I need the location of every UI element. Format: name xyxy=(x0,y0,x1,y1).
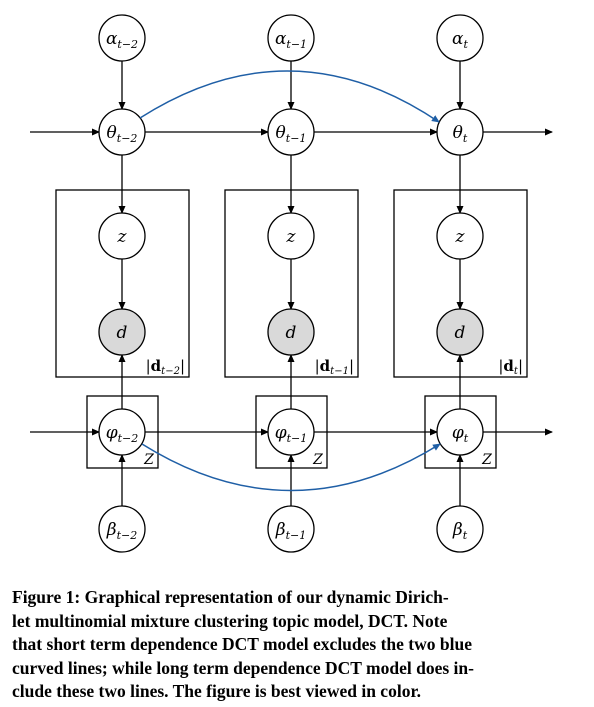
alpha-node: αt xyxy=(436,14,484,62)
document-plate-label: |dt−2| xyxy=(146,357,185,377)
z-node-circle xyxy=(436,212,484,260)
theta-node-circle xyxy=(98,108,146,156)
z-node-circle xyxy=(267,212,315,260)
beta-node-circle xyxy=(436,505,484,553)
d-node: d xyxy=(267,308,315,356)
z-node: z xyxy=(436,212,484,260)
alpha-node-circle xyxy=(98,14,146,62)
caption-line: clude these two lines. The figure is bes… xyxy=(12,681,421,701)
theta-node: θt−2 xyxy=(98,108,146,156)
alpha-node-label: αt−2 xyxy=(106,29,138,51)
beta-node-circle xyxy=(98,505,146,553)
graphical-model-diagram: αt−2 θt−2 z d φt−2 βt−2 |dt−2| Zαt−1 θt−1 z d φt−1 β… xyxy=(30,14,553,553)
z-node-label: z xyxy=(117,227,128,247)
d-node-label: d xyxy=(286,323,297,343)
beta-node-label: βt−1 xyxy=(275,520,306,542)
beta-node: βt xyxy=(436,505,484,553)
beta-node-circle xyxy=(267,505,315,553)
alpha-node-circle xyxy=(436,14,484,62)
z-node-label: z xyxy=(455,227,466,247)
d-node-label: d xyxy=(117,323,128,343)
beta-node-label: βt xyxy=(452,520,468,542)
theta-long-term-curve xyxy=(139,70,440,123)
phi-node-circle xyxy=(436,408,484,456)
alpha-node: αt−1 xyxy=(267,14,315,62)
z-node-label: z xyxy=(286,227,297,247)
caption-line: let multinomial mixture clustering topic… xyxy=(12,610,448,631)
z-node-circle xyxy=(98,212,146,260)
topic-plate-label: Z xyxy=(312,452,323,468)
topic-plate-label: Z xyxy=(481,452,492,468)
d-node-circle xyxy=(267,308,315,356)
phi-node: φt xyxy=(436,408,484,456)
theta-node-circle xyxy=(436,108,484,156)
theta-node-label: θt xyxy=(453,123,468,145)
d-node: d xyxy=(98,308,146,356)
alpha-node: αt−2 xyxy=(98,14,146,62)
figure-caption: Figure 1: Graphical representation of ou… xyxy=(12,586,584,704)
alpha-node-label: αt xyxy=(452,29,468,51)
alpha-node-label: αt−1 xyxy=(275,29,307,51)
beta-node: βt−2 xyxy=(98,505,146,553)
phi-node-label: φt−1 xyxy=(275,423,308,445)
document-plate-label: |dt| xyxy=(498,357,523,377)
theta-node-label: θt−2 xyxy=(107,123,138,145)
alpha-node-circle xyxy=(267,14,315,62)
topic-plate-label: Z xyxy=(143,452,154,468)
phi-node-circle xyxy=(267,408,315,456)
phi-node-circle xyxy=(98,408,146,456)
d-node-circle xyxy=(98,308,146,356)
d-node-label: d xyxy=(455,323,466,343)
d-node: d xyxy=(436,308,484,356)
caption-line: that short term dependence DCT model exc… xyxy=(12,634,472,654)
phi-node-label: φt−2 xyxy=(106,423,139,445)
z-node: z xyxy=(98,212,146,260)
z-node: z xyxy=(267,212,315,260)
phi-node: φt−2 xyxy=(98,408,146,456)
beta-node-label: βt−2 xyxy=(106,520,137,542)
theta-node-label: θt−1 xyxy=(276,123,307,145)
beta-node: βt−1 xyxy=(267,505,315,553)
phi-node-label: φt xyxy=(452,423,469,445)
theta-node: θt−1 xyxy=(267,108,315,156)
phi-long-term-curve xyxy=(141,443,441,492)
document-plate-label: |dt−1| xyxy=(315,357,354,377)
phi-node: φt−1 xyxy=(267,408,315,456)
caption-line: curved lines; while long term dependence… xyxy=(12,657,474,678)
theta-node: θt xyxy=(436,108,484,156)
caption-line: Figure 1: Graphical representation of ou… xyxy=(12,587,449,607)
d-node-circle xyxy=(436,308,484,356)
theta-node-circle xyxy=(267,108,315,156)
